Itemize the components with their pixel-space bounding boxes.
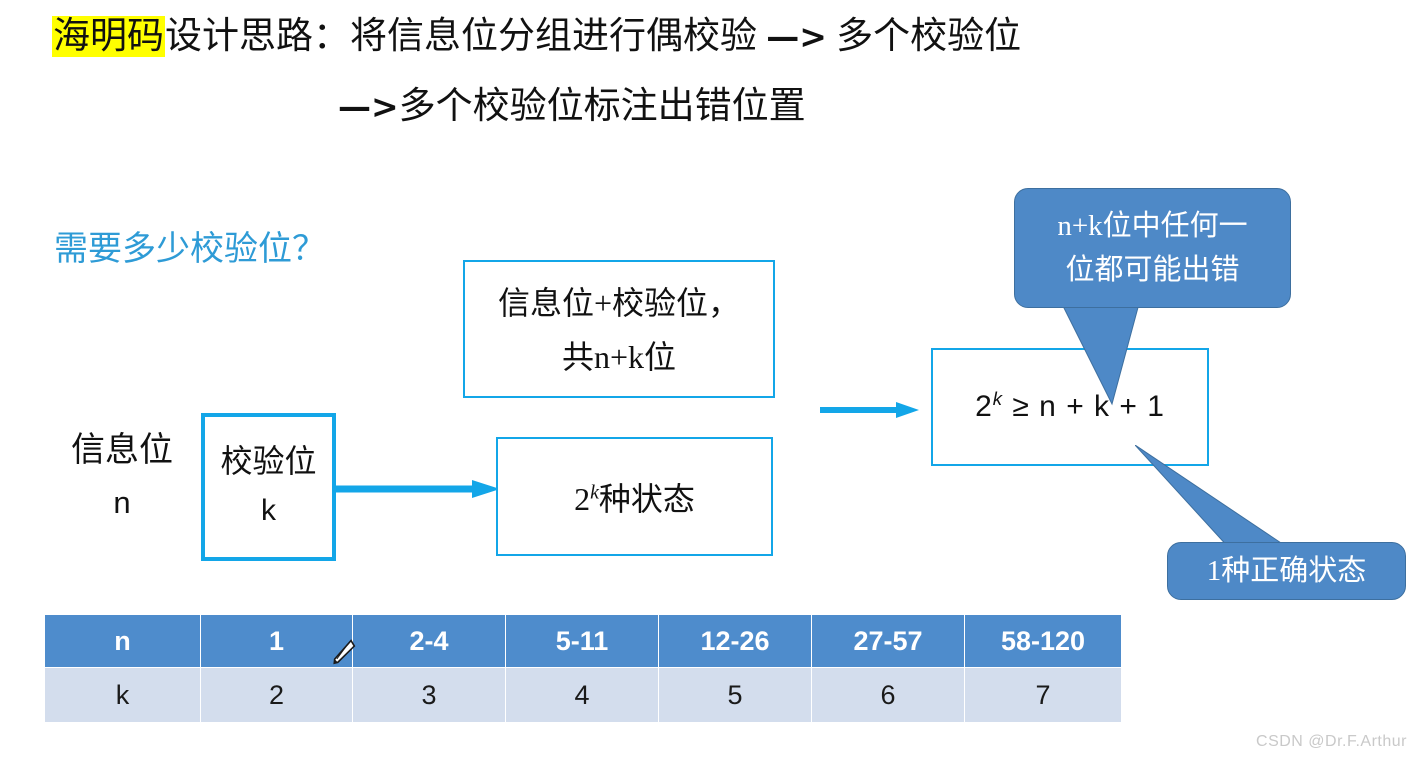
info-bits-label-main: 信息位 bbox=[71, 432, 173, 469]
title-arrow-1: —> bbox=[766, 17, 827, 56]
title-line-2-text: 多个校验位标注出错位置 bbox=[398, 86, 806, 127]
table-body-cell-3: 4 bbox=[505, 667, 659, 723]
states-count-expression: 2k种状态 bbox=[574, 474, 695, 520]
table-body-cell-5: 6 bbox=[811, 667, 965, 723]
formula-rest: ≥ n + k + 1 bbox=[1003, 390, 1165, 423]
table-body-cell-0: k bbox=[44, 667, 201, 723]
table-header-cell-1: 1 bbox=[200, 614, 353, 668]
table-body-cell-2: 3 bbox=[352, 667, 506, 723]
states-exponent: k bbox=[590, 480, 599, 503]
table-row: k 2 3 4 5 6 7 bbox=[44, 667, 1122, 723]
info-bits-label: 信息位 n bbox=[52, 425, 192, 529]
table-header-cell-2: 2-4 bbox=[352, 614, 506, 668]
nk-lookup-table: n 1 2-4 5-11 12-26 27-57 58-120 k 2 3 4 … bbox=[44, 614, 1122, 723]
arrow-to-formula bbox=[820, 402, 919, 418]
pencil-cursor-icon bbox=[333, 639, 356, 665]
question-heading: 需要多少校验位？ bbox=[54, 231, 326, 268]
table-header-row: n 1 2-4 5-11 12-26 27-57 58-120 bbox=[44, 614, 1122, 668]
formula-base: 2 bbox=[975, 390, 993, 423]
callout-one-correct-state: 1种正确状态 bbox=[1167, 542, 1406, 600]
formula-box: 2k ≥ n + k + 1 bbox=[931, 348, 1209, 466]
formula-expression: 2k ≥ n + k + 1 bbox=[975, 388, 1165, 424]
callout-top-line-2: 位都可能出错 bbox=[1065, 254, 1240, 286]
callout-any-bit-error: n+k位中任何一 位都可能出错 bbox=[1014, 188, 1291, 308]
table-header-cell-4: 12-26 bbox=[658, 614, 812, 668]
states-count-box: 2k种状态 bbox=[496, 437, 773, 556]
check-bits-box: 校验位 k bbox=[201, 413, 336, 561]
total-bits-box: 信息位+校验位， 共n+k位 bbox=[463, 260, 775, 398]
formula-exponent: k bbox=[992, 388, 1004, 409]
total-bits-box-line-1: 信息位+校验位， bbox=[497, 285, 741, 321]
title-highlight: 海明码 bbox=[52, 16, 165, 57]
table-header-cell-6: 58-120 bbox=[964, 614, 1122, 668]
table-body-cell-1: 2 bbox=[200, 667, 353, 723]
info-bits-label-sub: n bbox=[113, 485, 131, 520]
title-line-1-text-b: 多个校验位 bbox=[826, 16, 1022, 57]
title-arrow-2: —> bbox=[338, 87, 399, 126]
table-header-cell-3: 5-11 bbox=[505, 614, 659, 668]
csdn-watermark: CSDN @Dr.F.Arthur bbox=[1256, 733, 1407, 750]
check-bits-box-line-2: k bbox=[261, 494, 276, 527]
table-header-cell-5: 27-57 bbox=[811, 614, 965, 668]
title-line-1-text-a: 设计思路：将信息位分组进行偶校验 bbox=[165, 16, 767, 57]
table-header-cell-0: n bbox=[44, 614, 201, 668]
callout-top-tail bbox=[1059, 300, 1141, 406]
states-suffix: 种状态 bbox=[598, 480, 695, 517]
callout-bottom-line-1: 1种正确状态 bbox=[1206, 555, 1367, 587]
arrow-k-to-states bbox=[336, 480, 500, 498]
callout-top-line-1: n+k位中任何一 bbox=[1057, 210, 1248, 242]
title-line-2: —>多个校验位标注出错位置 bbox=[338, 84, 806, 130]
check-bits-box-line-1: 校验位 bbox=[220, 443, 317, 479]
table-body-cell-6: 7 bbox=[964, 667, 1122, 723]
table-body-cell-4: 5 bbox=[658, 667, 812, 723]
title-line-1: 海明码设计思路：将信息位分组进行偶校验 —> 多个校验位 bbox=[52, 14, 1021, 60]
total-bits-box-line-2: 共n+k位 bbox=[561, 339, 677, 375]
states-base: 2 bbox=[574, 480, 591, 517]
